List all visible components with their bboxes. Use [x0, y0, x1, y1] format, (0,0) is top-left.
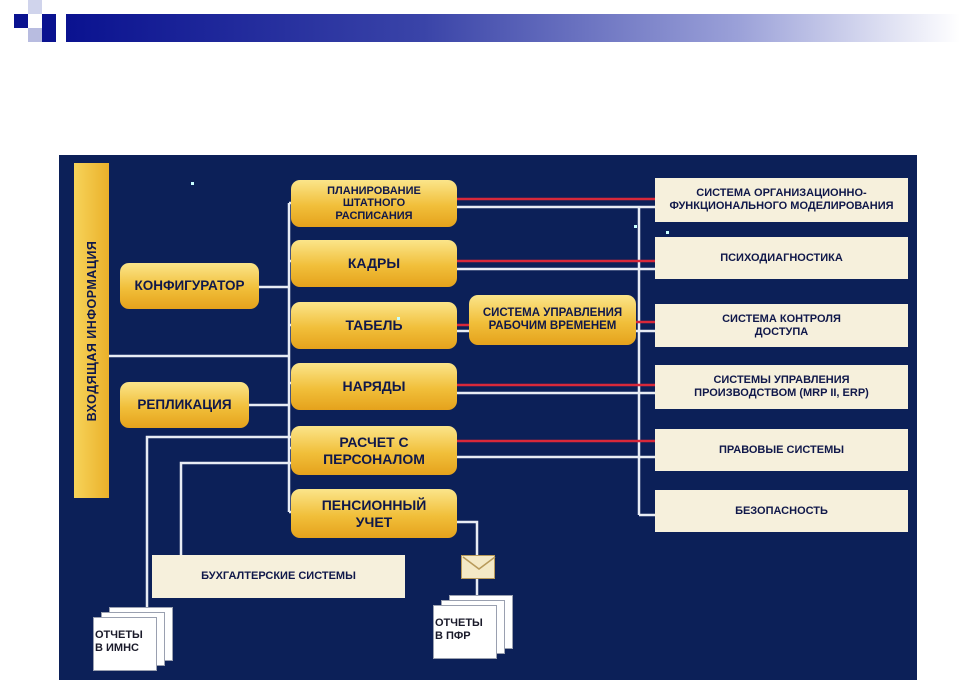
org-modeling-system: СИСТЕМА ОРГАНИЗАЦИОННО- ФУНКЦИОНАЛЬНОГО …: [655, 178, 908, 222]
payroll-module: РАСЧЕТ С ПЕРСОНАЛОМ: [291, 426, 457, 475]
access-control-line-2: ДОСТУПА: [754, 325, 809, 338]
header-square-1: [14, 14, 28, 28]
header-square-3: [28, 28, 42, 42]
sparkle-dot: [634, 225, 637, 228]
replication-module: РЕПЛИКАЦИЯ: [120, 382, 249, 428]
accounting-link: [179, 461, 295, 555]
personnel-label: КАДРЫ: [347, 255, 401, 272]
header-gradient-bar: [66, 14, 960, 42]
replication-label: РЕПЛИКАЦИЯ: [137, 397, 232, 413]
diagram-panel: ВХОДЯЩАЯ ИНФОРМАЦИЯ КОНФИГУРАТОР РЕПЛИКА…: [59, 155, 917, 680]
legal-label: ПРАВОВЫЕ СИСТЕМЫ: [718, 443, 845, 456]
envelope-icon: [461, 555, 496, 579]
sparkle-dot: [666, 231, 669, 234]
psychodiag-label: ПСИХОДИАГНОСТИКА: [720, 251, 843, 264]
timesheet-module: ТАБЕЛЬ: [291, 302, 457, 349]
access-control-line-1: СИСТЕМА КОНТРОЛЯ: [722, 312, 841, 325]
staffing-line-3: РАСПИСАНИЯ: [335, 209, 413, 222]
pfr-reports-line-1: ОТЧЕТЫ: [435, 617, 483, 629]
payroll-line-1: РАСЧЕТ С: [339, 434, 409, 451]
configurator-label: КОНФИГУРАТОР: [134, 278, 245, 294]
accounting-systems-box: БУХГАЛТЕРСКИЕ СИСТЕМЫ: [152, 555, 405, 598]
security-system: БЕЗОПАСНОСТЬ: [655, 490, 908, 532]
orders-module: НАРЯДЫ: [291, 363, 457, 410]
production-line-1: СИСТЕМЫ УПРАВЛЕНИЯ: [713, 374, 850, 387]
production-line-2: ПРОИЗВОДСТВОМ (MRP II, ERP): [694, 387, 869, 399]
pension-module: ПЕНСИОННЫЙ УЧЕТ: [291, 489, 457, 538]
staffing-module: ПЛАНИРОВАНИЕ ШТАТНОГО РАСПИСАНИЯ: [291, 180, 457, 227]
configurator-module: КОНФИГУРАТОР: [120, 263, 259, 309]
pension-line-1: ПЕНСИОННЫЙ: [321, 497, 427, 514]
tax-report-link: [145, 435, 295, 617]
tax-reports-document: ОТЧЕТЫ В ИМНС: [89, 607, 179, 677]
org-modeling-line-2: ФУНКЦИОНАЛЬНОГО МОДЕЛИРОВАНИЯ: [669, 200, 894, 212]
pfr-report-link: [457, 520, 479, 555]
incoming-information-bar: ВХОДЯЩАЯ ИНФОРМАЦИЯ: [74, 163, 109, 498]
legal-system: ПРАВОВЫЕ СИСТЕМЫ: [655, 429, 908, 471]
accounting-label: БУХГАЛТЕРСКИЕ СИСТЕМЫ: [201, 570, 356, 583]
work-time-line-2: РАБОЧИМ ВРЕМЕНЕМ: [488, 320, 617, 332]
production-system: СИСТЕМЫ УПРАВЛЕНИЯ ПРОИЗВОДСТВОМ (MRP II…: [655, 365, 908, 409]
pfr-reports-document: ОТЧЕТЫ В ПФР: [427, 595, 517, 665]
tax-reports-line-1: ОТЧЕТЫ: [95, 629, 143, 641]
tax-reports-line-2: В ИМНС: [95, 641, 139, 654]
incoming-information-label: ВХОДЯЩАЯ ИНФОРМАЦИЯ: [84, 240, 99, 421]
orders-label: НАРЯДЫ: [342, 378, 406, 395]
payroll-line-2: ПЕРСОНАЛОМ: [323, 450, 425, 467]
timesheet-label: ТАБЕЛЬ: [345, 317, 403, 334]
org-modeling-line-1: СИСТЕМА ОРГАНИЗАЦИОННО-: [696, 187, 867, 200]
work-time-system-module: СИСТЕМА УПРАВЛЕНИЯ РАБОЧИМ ВРЕМЕНЕМ: [469, 295, 636, 345]
header-square-4: [42, 28, 56, 42]
access-control-system: СИСТЕМА КОНТРОЛЯ ДОСТУПА: [655, 304, 908, 347]
staffing-line-1: ПЛАНИРОВАНИЕ: [327, 184, 421, 197]
staffing-line-2: ШТАТНОГО: [342, 197, 406, 210]
pension-line-2: УЧЕТ: [355, 513, 393, 530]
psychodiag-system: ПСИХОДИАГНОСТИКА: [655, 237, 908, 279]
sparkle-dot: [397, 317, 400, 320]
work-time-line-1: СИСТЕМА УПРАВЛЕНИЯ: [482, 306, 623, 319]
header-square-5: [28, 0, 42, 14]
pfr-reports-line-2: В ПФР: [435, 629, 471, 642]
sparkle-dot: [191, 182, 194, 185]
header-square-2: [42, 14, 56, 28]
security-label: БЕЗОПАСНОСТЬ: [735, 504, 828, 517]
personnel-module: КАДРЫ: [291, 240, 457, 287]
